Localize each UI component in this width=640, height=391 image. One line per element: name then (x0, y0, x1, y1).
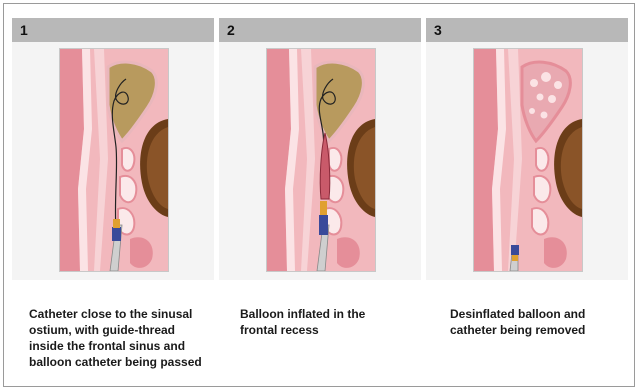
caption-step-2: Balloon inflated in the frontal recess (240, 306, 440, 338)
step-header-1: 1 (12, 18, 214, 42)
step-number-3: 3 (434, 22, 442, 38)
caption-line: balloon catheter being passed (29, 354, 229, 370)
step-panel-1: 1 (12, 18, 214, 280)
caption-line: Catheter close to the sinusal (29, 306, 229, 322)
figure-frame: 1 (3, 3, 635, 387)
anatomy-illustration-2 (266, 48, 376, 272)
caption-line: Balloon inflated in the (240, 306, 440, 322)
step-panel-2: 2 (219, 18, 421, 280)
caption-line: catheter being removed (450, 322, 640, 338)
caption-step-3: Desinflated balloon and catheter being r… (450, 306, 640, 338)
caption-step-1: Catheter close to the sinusal ostium, wi… (29, 306, 229, 370)
step-number-1: 1 (20, 22, 28, 38)
anatomy-illustration-3 (473, 48, 583, 272)
caption-line: ostium, with guide-thread (29, 322, 229, 338)
step-number-2: 2 (227, 22, 235, 38)
catheter-icon (510, 245, 519, 271)
step-header-3: 3 (426, 18, 628, 42)
caption-line: inside the frontal sinus and (29, 338, 229, 354)
anatomy-illustration-1 (59, 48, 169, 272)
step-panel-3: 3 (426, 18, 628, 280)
step-header-2: 2 (219, 18, 421, 42)
caption-line: Desinflated balloon and (450, 306, 640, 322)
caption-line: frontal recess (240, 322, 440, 338)
